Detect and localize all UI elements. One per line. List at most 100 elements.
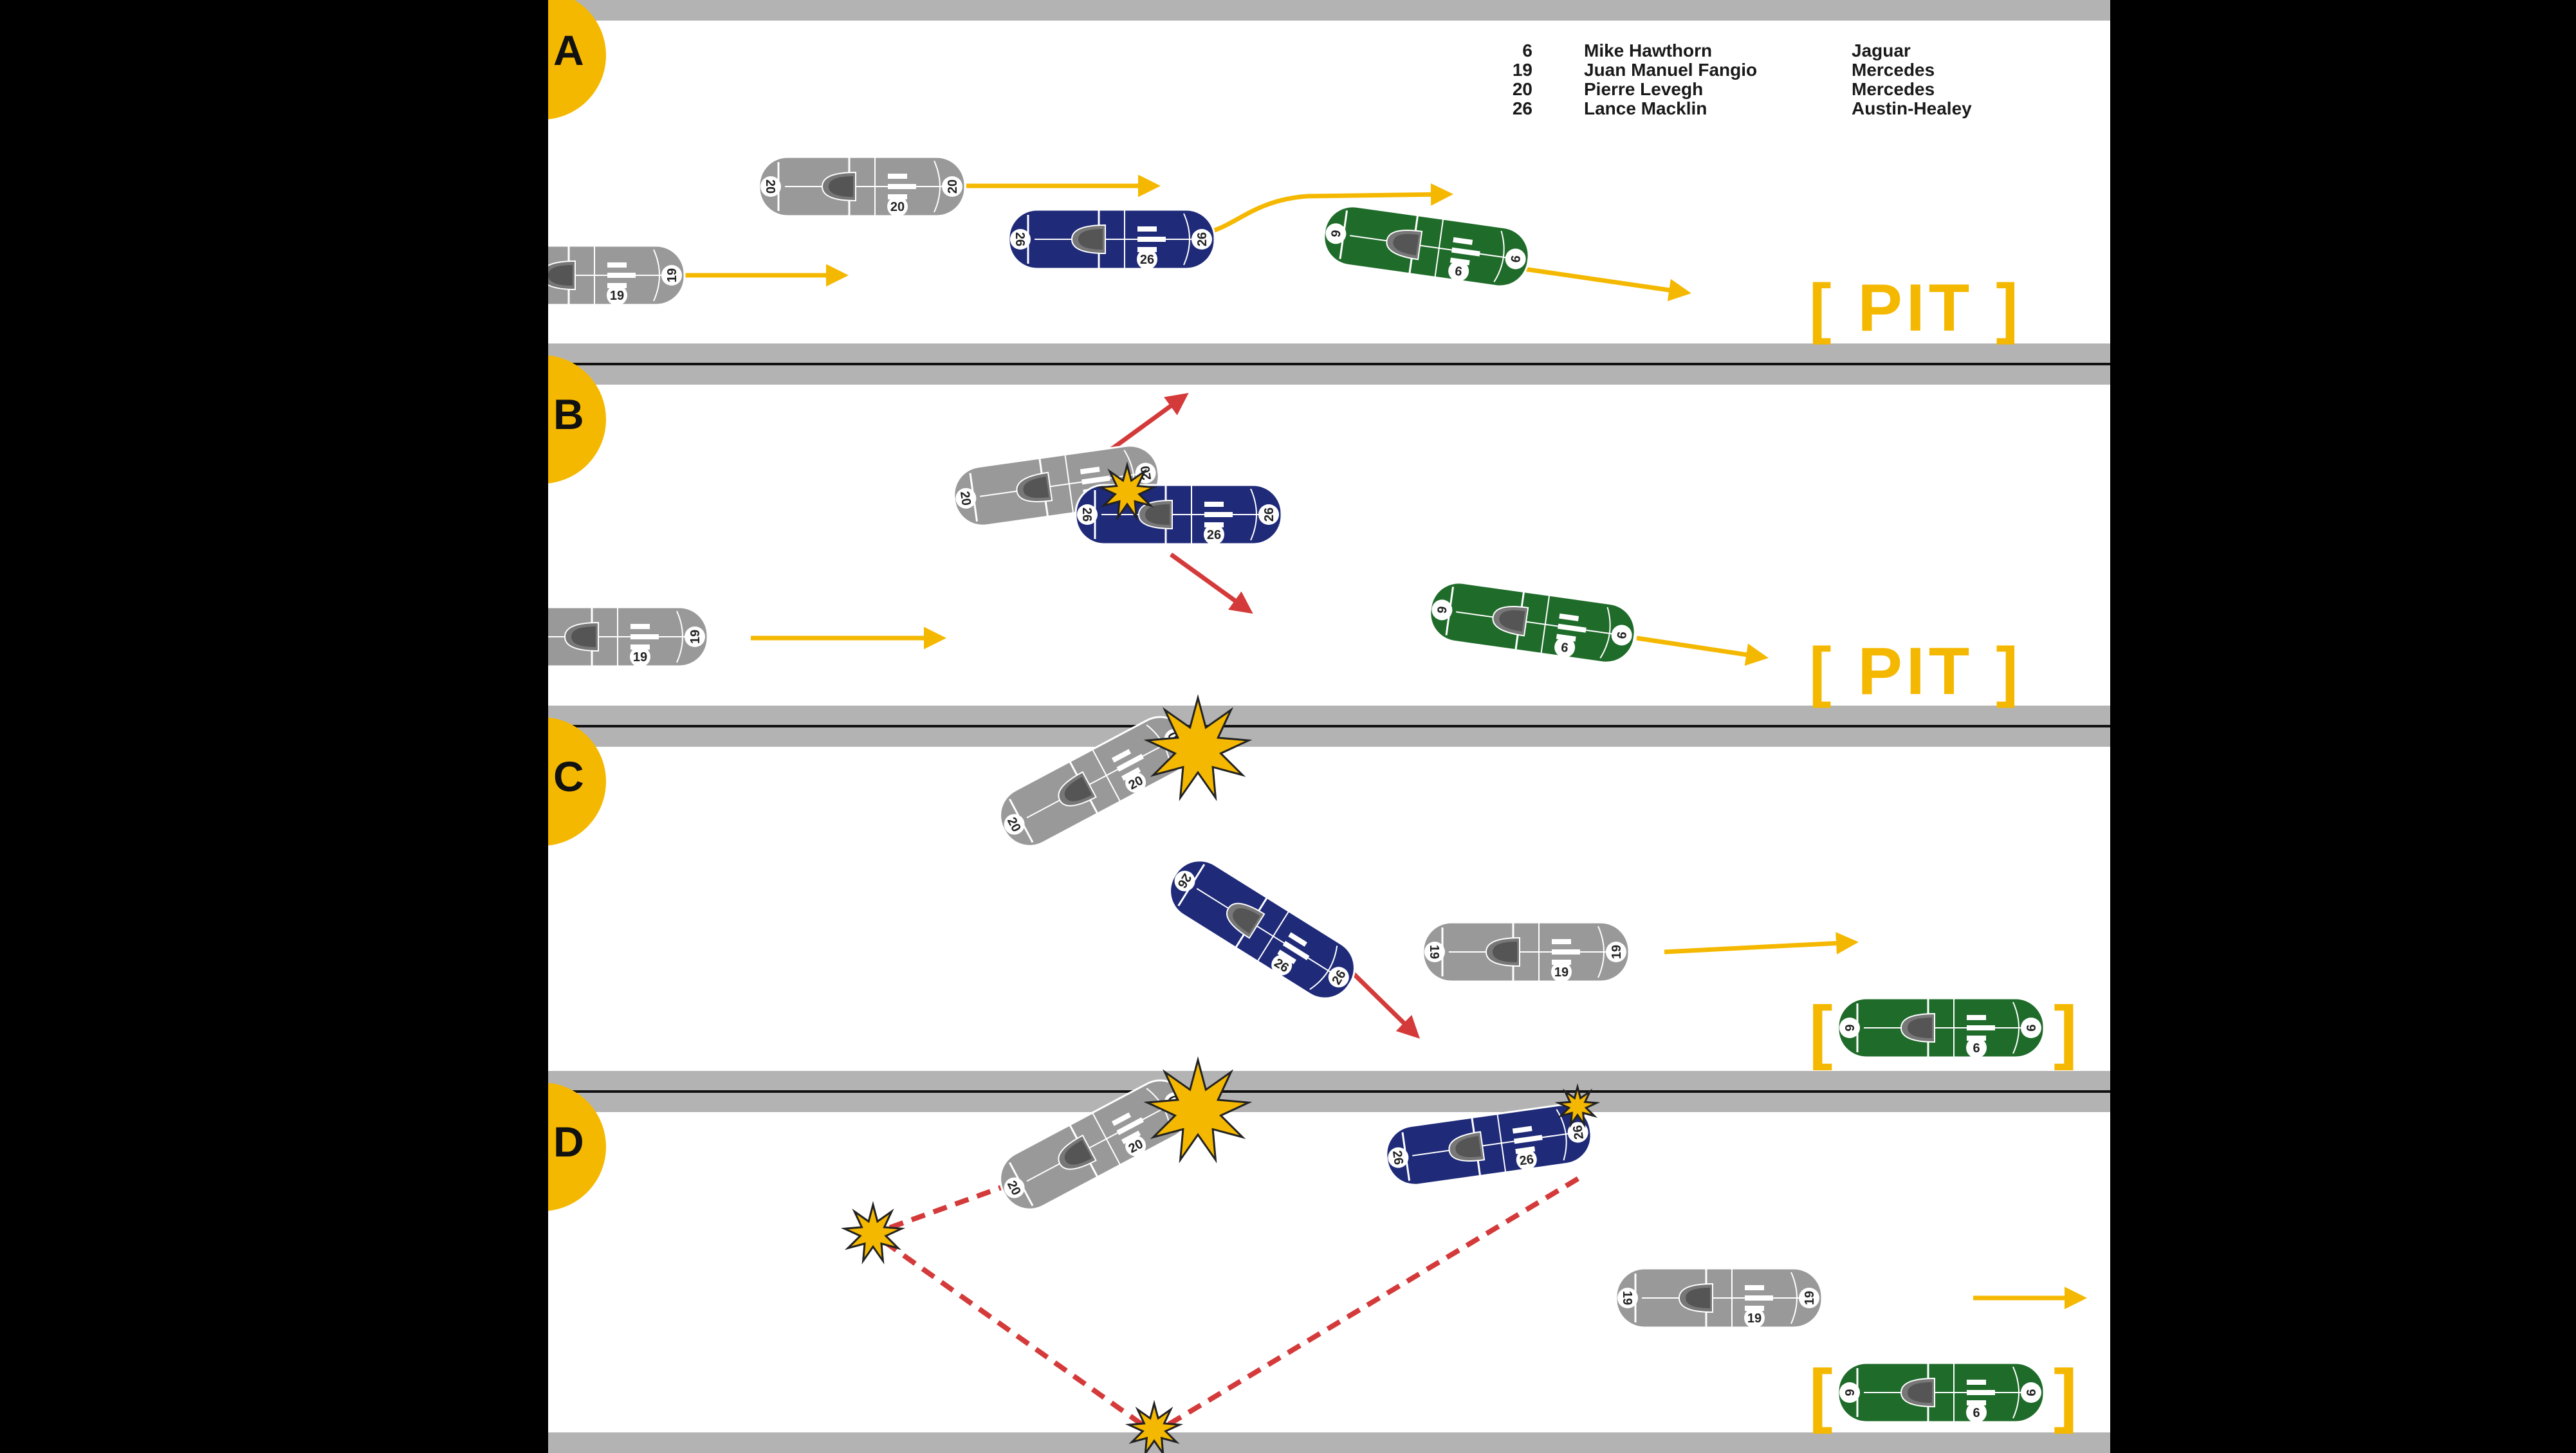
car-macklin: 26 26 26 <box>1074 484 1283 545</box>
car-macklin-number: 26 <box>1077 504 1098 525</box>
svg-text:26: 26 <box>1080 507 1094 522</box>
svg-text:20: 20 <box>763 179 777 194</box>
panel-label-c: C <box>548 717 619 846</box>
svg-text:19: 19 <box>633 650 647 664</box>
legend-make: Austin-Healey <box>1852 98 1972 118</box>
car-macklin-number: 26 <box>1271 955 1293 976</box>
crash-diagram-board: 1919192020202626266662020202626261919196… <box>548 0 2110 1453</box>
car-fangio-number: 19 <box>1424 942 1445 962</box>
svg-text:19: 19 <box>1554 965 1569 980</box>
arrow-b-jaguar <box>1636 635 1769 666</box>
car-levegh: 20 20 20 <box>758 156 966 217</box>
pit-bracket-c-left: [ <box>1809 992 1833 1071</box>
panel-label-b: B <box>548 355 619 484</box>
impact-stars <box>840 461 1601 1453</box>
car-fangio-number: 19 <box>1606 942 1626 962</box>
impact-star-c <box>1143 694 1253 801</box>
car-jaguar-number: 6 <box>1554 637 1576 658</box>
impact-star-d-bottom <box>1125 1400 1184 1453</box>
svg-text:26: 26 <box>1262 507 1276 522</box>
pit-bracket-d-right: ] <box>2054 1355 2077 1434</box>
car-jaguar-number: 6 <box>1611 625 1632 646</box>
car-macklin-number: 26 <box>1328 967 1349 988</box>
car-jaguar-number: 6 <box>2021 1382 2041 1403</box>
svg-text:6: 6 <box>1560 641 1569 655</box>
legend-number: 6 <box>1522 41 1532 60</box>
car-fangio-number: 19 <box>607 285 627 306</box>
car-levegh-number: 20 <box>1125 1135 1146 1156</box>
car-macklin-number: 26 <box>1204 524 1224 545</box>
debris-path <box>867 1173 1583 1436</box>
svg-text:20: 20 <box>890 200 905 214</box>
car-macklin-number: 26 <box>1567 1122 1588 1143</box>
legend-make: Mercedes <box>1852 60 1935 80</box>
car-jaguar-number: 6 <box>1966 1037 1987 1058</box>
bottom-wall <box>548 1432 2110 1453</box>
arrow-b-levegh-deflect <box>1103 392 1189 456</box>
svg-text:19: 19 <box>1620 1291 1634 1305</box>
svg-text:6: 6 <box>2025 1389 2039 1396</box>
svg-text:26: 26 <box>1518 1153 1534 1169</box>
panel-d-arrows <box>867 1173 2087 1436</box>
car-jaguar-number: 6 <box>1505 248 1526 270</box>
car-levegh-number: 20 <box>887 196 908 217</box>
svg-text:6: 6 <box>1454 264 1463 279</box>
legend-number: 26 <box>1512 98 1532 118</box>
impact-star-d-macklin <box>1554 1083 1601 1128</box>
legend-number: 19 <box>1512 60 1532 80</box>
car-jaguar-number: 6 <box>1431 599 1453 621</box>
svg-text:6: 6 <box>1842 1024 1856 1031</box>
svg-text:6: 6 <box>1842 1389 1856 1396</box>
car-jaguar-number: 6 <box>1966 1402 1987 1423</box>
panel-c-arrows <box>1350 931 1859 1039</box>
car-macklin-number: 26 <box>1010 229 1031 250</box>
panel-label-d: D <box>548 1083 619 1211</box>
top-wall <box>548 0 2110 21</box>
legend-number: 20 <box>1512 79 1532 99</box>
svg-text:6: 6 <box>1509 255 1523 264</box>
car-fangio: 19 19 19 <box>1422 921 1630 983</box>
crash-diagram: 1919192020202626266662020202626261919196… <box>548 0 2110 1453</box>
svg-text:6: 6 <box>1328 229 1343 238</box>
car-levegh-number: 20 <box>942 176 962 197</box>
impact-star-d-debris <box>840 1201 906 1265</box>
car-macklin-number: 26 <box>1137 249 1157 270</box>
svg-text:6: 6 <box>2025 1024 2039 1031</box>
car-fangio-number: 19 <box>1551 962 1572 982</box>
svg-text:6: 6 <box>1973 1041 1980 1055</box>
car-fangio: 19 19 19 <box>1615 1267 1823 1329</box>
svg-text:19: 19 <box>665 268 679 282</box>
car-macklin: 26 26 26 <box>1169 859 1356 1000</box>
pit-label-b: [ PIT ] <box>1809 634 2022 709</box>
car-macklin-number: 26 <box>1258 504 1279 525</box>
car-levegh-number: 20 <box>955 488 977 509</box>
svg-text:19: 19 <box>1747 1311 1762 1326</box>
car-levegh-number: 20 <box>1004 1177 1025 1198</box>
svg-text:19: 19 <box>688 630 703 644</box>
car-jaguar: 6 6 6 <box>1323 205 1530 288</box>
car-fangio-number: 19 <box>1744 1308 1765 1328</box>
impact-star-b <box>1096 461 1158 521</box>
car-macklin-number: 26 <box>1175 870 1195 891</box>
impact-star-d-wall <box>1143 1056 1253 1164</box>
svg-text:19: 19 <box>1803 1291 1817 1305</box>
svg-text:6: 6 <box>1615 631 1630 640</box>
svg-text:19: 19 <box>1427 945 1441 959</box>
panel-label-a: A <box>548 0 619 120</box>
legend-driver: Pierre Levegh <box>1584 79 1704 99</box>
svg-text:6: 6 <box>1973 1406 1980 1420</box>
svg-text:20: 20 <box>957 490 973 506</box>
arrow-c-fangio <box>1664 931 1859 955</box>
car-fangio-number: 19 <box>661 265 682 286</box>
car-jaguar-number: 6 <box>1839 1382 1860 1403</box>
car-jaguar-number: 6 <box>2021 1018 2041 1038</box>
car-levegh-number: 20 <box>1004 814 1025 835</box>
